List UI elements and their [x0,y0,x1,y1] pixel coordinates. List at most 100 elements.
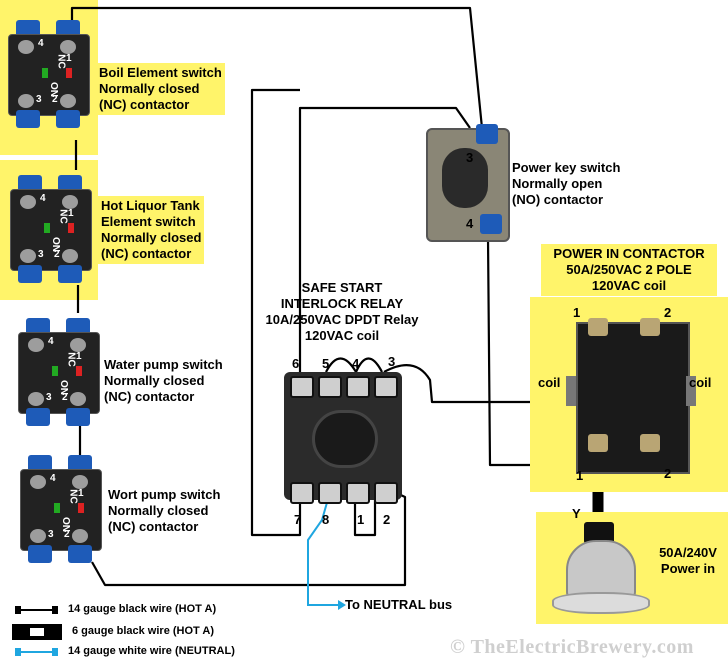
relay-socket-center [312,410,378,468]
contactor-screw-bottom-right [640,434,660,452]
boil-switch-label: Boil Element switch Normally closed (NC)… [96,63,225,115]
switch-screw-top-left [30,475,46,489]
relay-pin-2: 2 [383,512,391,527]
wire-neutral [307,491,338,606]
switch-t4: 4 [48,336,54,347]
switch-terminal-top-right [58,175,82,193]
switch-green-indicator [54,503,60,513]
switch-terminal-top-right [68,455,92,473]
power-in-y-label: Y [572,506,581,521]
wire-relay3-to-coil [383,364,570,404]
switch-screw-top-left [20,195,36,209]
switch-screw-top-left [18,40,34,54]
relay-pin-7: 7 [294,512,302,527]
relay-top-screw-3 [346,376,370,398]
switch-terminal-top-right [66,318,90,336]
power-inlet [552,522,650,614]
contactor-screw-bottom-left [588,434,608,452]
contactor-screw-top-right [640,318,660,336]
switch-red-indicator [66,68,72,78]
contactor-screw-top-left [588,318,608,336]
switch-t4: 4 [40,193,46,204]
relay-top-screw-1 [290,376,314,398]
wire-relay1-loop [353,492,377,537]
switch-terminal-bottom-right [56,110,80,128]
switch-screw-top-right [62,195,78,209]
switch-t3: 3 [48,529,54,540]
switch-t3: 3 [36,94,42,105]
neutral-arrowhead [338,600,346,610]
switch-t4: 4 [38,38,44,49]
legend-white-neutral: 14 gauge white wire (NEUTRAL) [68,645,235,657]
key-switch-label: Power key switch Normally open (NO) cont… [512,160,621,207]
switch-t1: 1 [76,351,82,362]
relay-title: SAFE START INTERLOCK RELAY 10A/250VAC DP… [265,280,419,343]
hlt-switch-contactor[interactable]: NC ON 4 1 3 2 [10,175,92,285]
key-switch-terminal-bottom [480,214,502,234]
contactor-coil-right-terminal [686,376,696,406]
switch-green-indicator [44,223,50,233]
switch-green-indicator [52,366,58,376]
switch-green-indicator [42,68,48,78]
switch-screw-bottom-right [62,249,78,263]
switch-t2: 2 [52,94,58,105]
relay-pin-3: 3 [388,354,396,369]
switch-terminal-top-right [56,20,80,38]
wire-boil-to-keyswitch [70,6,484,129]
switch-red-indicator [76,366,82,376]
switch-t3: 3 [46,392,52,403]
contactor-title: POWER IN CONTACTOR 50A/250VAC 2 POLE 120… [541,244,717,296]
wire-relay-5-4 [325,357,357,373]
switch-t1: 1 [68,208,74,219]
contactor-coil-right-label: coil [689,375,712,390]
boil-switch-contactor[interactable]: NC ON 4 1 3 2 [8,20,90,130]
copyright-watermark: © TheElectricBrewery.com [450,636,694,658]
relay-pin-1: 1 [357,512,365,527]
water-switch-contactor[interactable]: NC ON 4 1 3 2 [18,318,100,428]
switch-t2: 2 [62,392,68,403]
key-switch-t3: 3 [466,150,474,165]
switch-t2: 2 [64,529,70,540]
power-key-switch[interactable]: 3 4 [426,124,510,242]
power-inlet-plug [584,522,614,544]
switch-red-indicator [78,503,84,513]
contactor-coil-left-label: coil [538,375,561,390]
relay-bottom-screw-4 [374,482,398,504]
switch-terminal-top-left [18,175,42,193]
relay-bottom-screw-1 [290,482,314,504]
power-in-label: 50A/240V Power in [659,545,717,576]
switch-terminal-bottom-left [26,408,50,426]
switch-screw-bottom-left [30,529,46,543]
relay-bottom-screw-3 [346,482,370,504]
contactor-bottom-right-label: 2 [664,466,672,481]
relay-bottom-screw-2 [318,482,342,504]
contactor-coil-left-terminal [566,376,576,406]
switch-screw-top-right [70,338,86,352]
key-switch-face [442,148,488,208]
wire-relay6-loop [298,106,471,372]
switch-terminal-bottom-left [18,265,42,283]
relay-pin-5: 5 [322,356,330,371]
relay-pin-8: 8 [322,512,330,527]
wort-switch-contactor[interactable]: NC ON 4 1 3 2 [20,455,102,565]
relay-top-screw-2 [318,376,342,398]
relay-pin-6: 6 [292,356,300,371]
switch-screw-bottom-left [20,249,36,263]
key-switch-t4: 4 [466,216,474,231]
switch-t1: 1 [66,53,72,64]
switch-terminal-top-left [28,455,52,473]
water-switch-label: Water pump switch Normally closed (NC) c… [104,357,223,404]
wort-switch-label: Wort pump switch Normally closed (NC) co… [108,487,221,534]
neutral-bus-label: To NEUTRAL bus [345,597,453,612]
contactor-bottom-left-label: 1 [576,468,584,483]
switch-terminal-bottom-left [16,110,40,128]
switch-screw-top-right [72,475,88,489]
key-switch-terminal-top [476,124,498,144]
wire-relay-4-3 [354,357,383,373]
switch-terminal-bottom-right [58,265,82,283]
switch-t1: 1 [78,488,84,499]
switch-terminal-bottom-right [66,408,90,426]
switch-t2: 2 [54,249,60,260]
legend-thin-black: 14 gauge black wire (HOT A) [68,603,217,615]
hlt-switch-label: Hot Liquor Tank Element switch Normally … [98,196,205,264]
